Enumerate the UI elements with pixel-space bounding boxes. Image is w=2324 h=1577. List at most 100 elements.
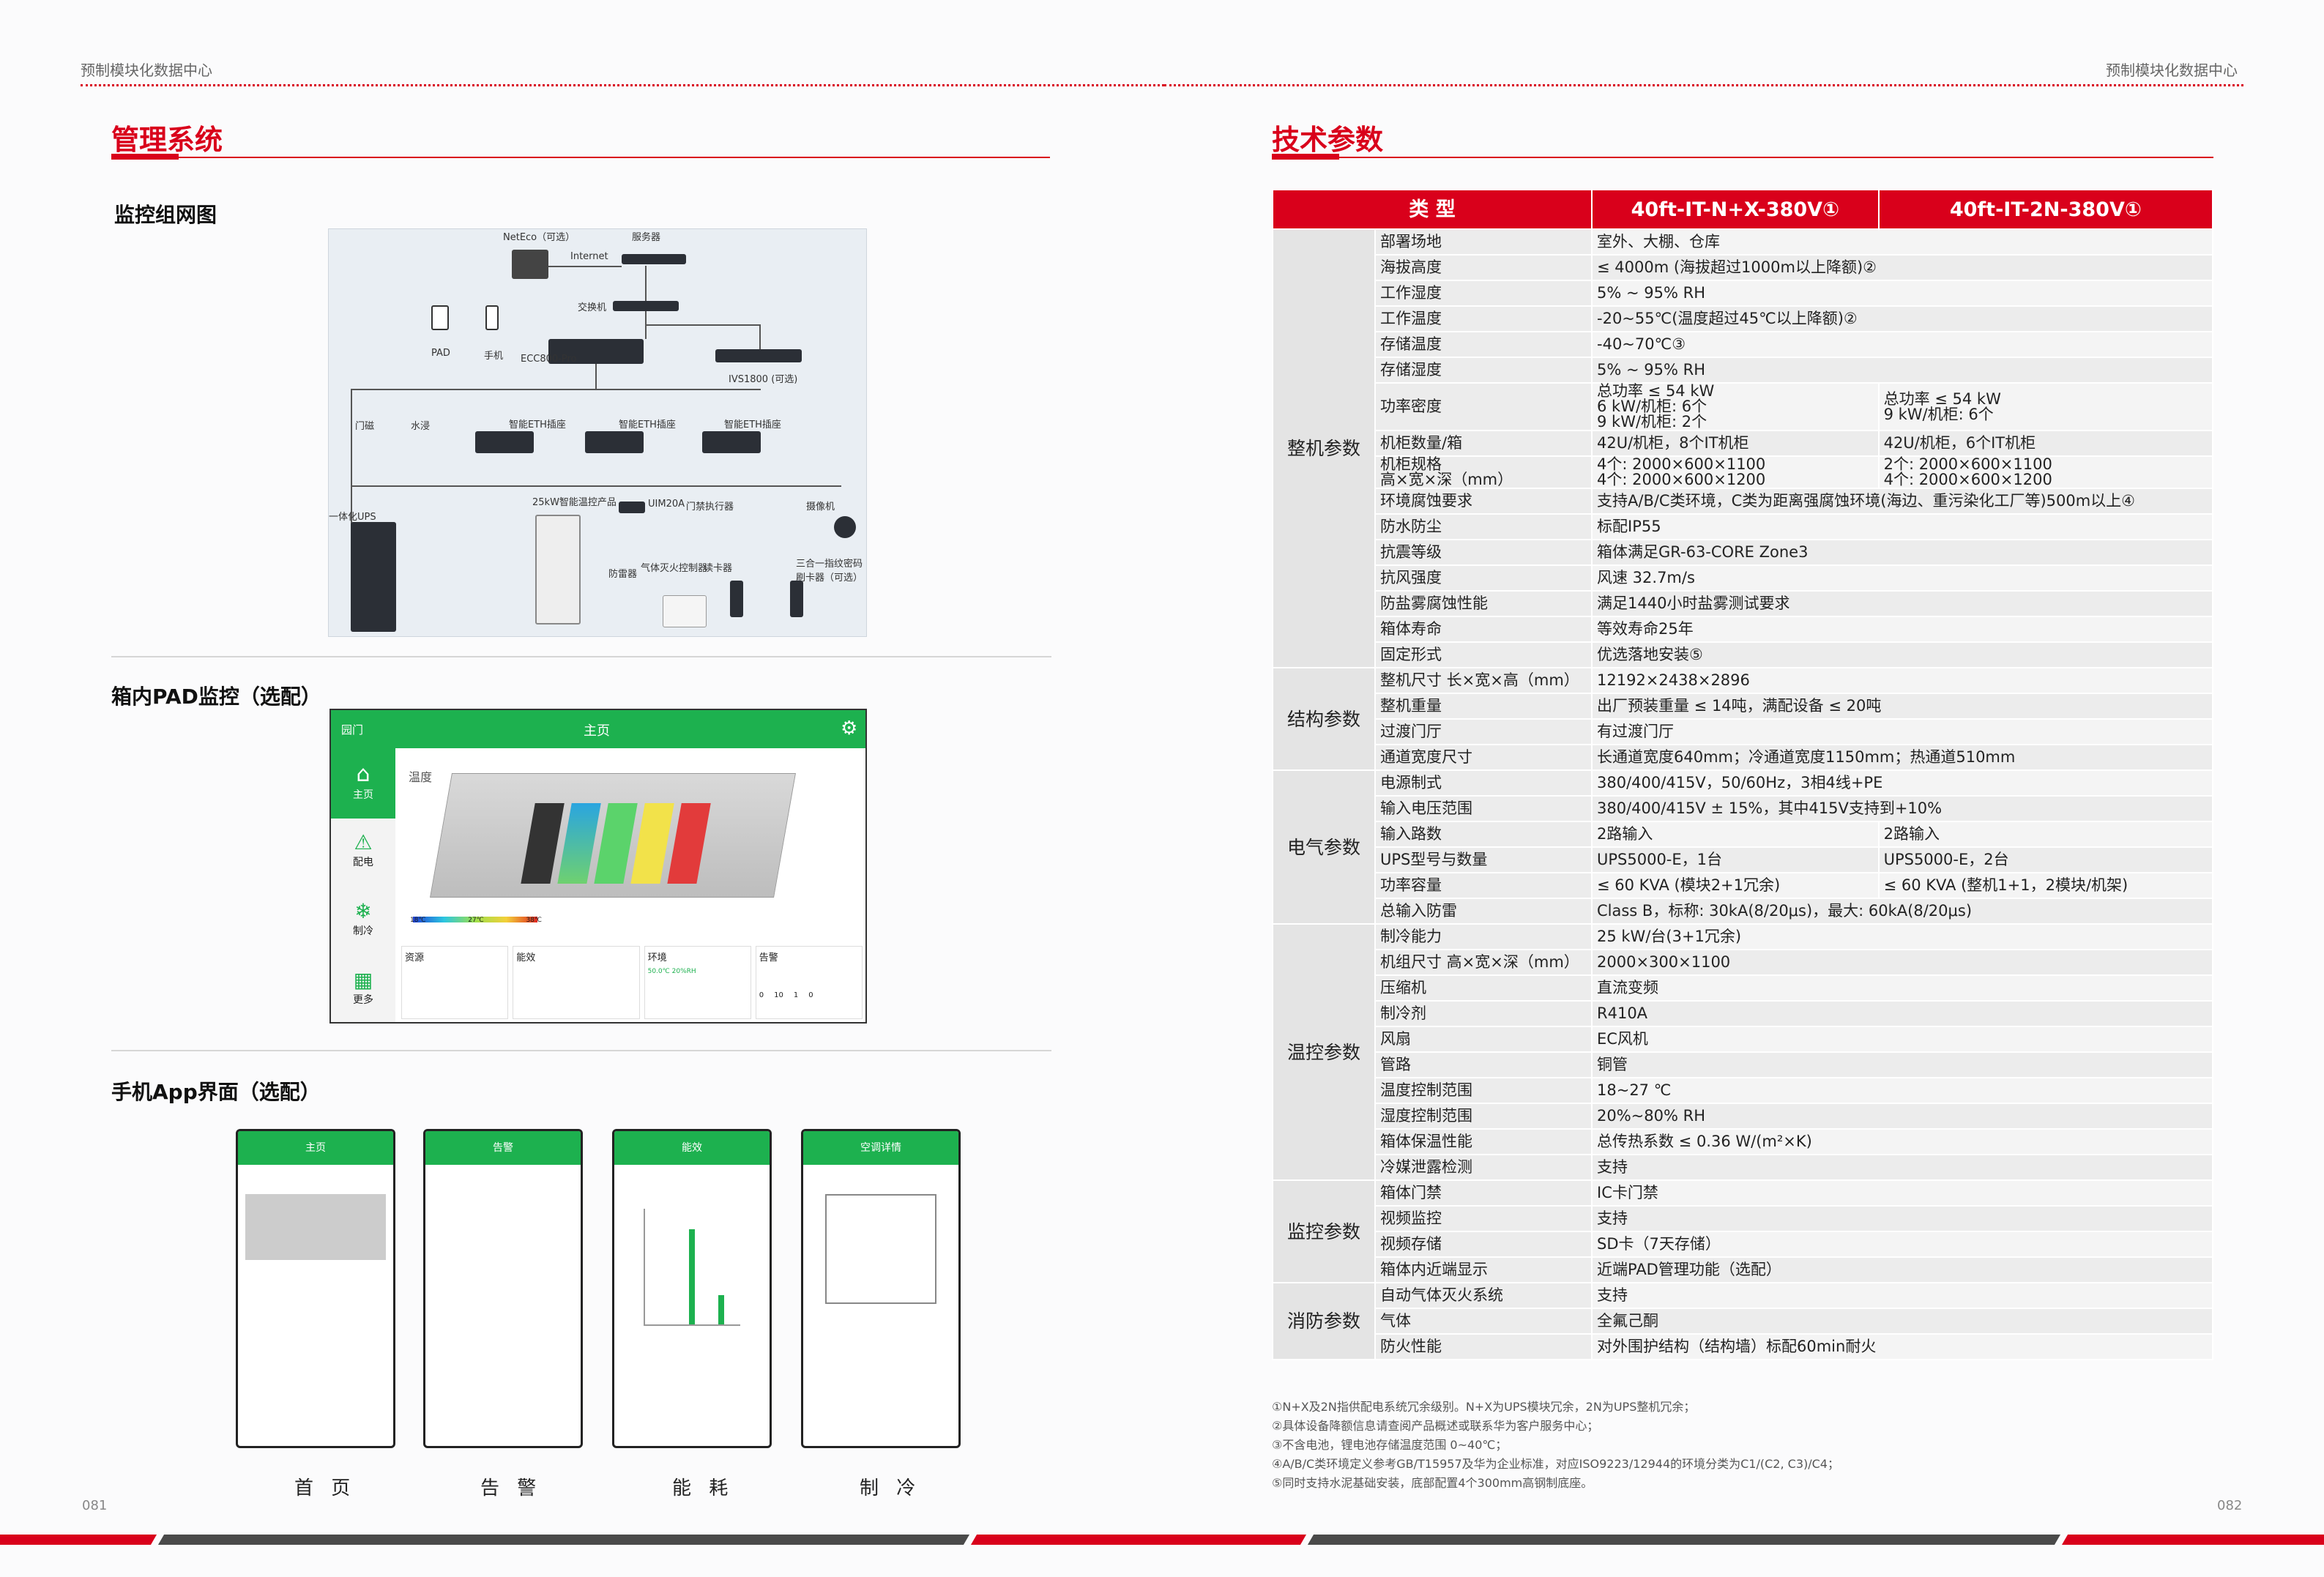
spec-value: 支持 [1591, 1282, 2213, 1309]
eth-socket-icon [702, 431, 761, 453]
link-line [645, 266, 647, 301]
spec-value: 4个: 2000×600×1100 4个: 2000×600×1200 [1591, 455, 1880, 489]
spec-category: 监控参数 [1272, 1179, 1376, 1283]
spec-item: 抗风强度 [1374, 564, 1593, 592]
rack-hot [667, 803, 711, 884]
label-cooling: 25kW智能温控产品 [532, 497, 617, 508]
th-nx: 40ft-IT-N+X-380V① [1591, 189, 1880, 230]
label-phone: 手机 [484, 351, 504, 362]
pad-nav-more[interactable]: ▦更多 [331, 956, 395, 1022]
th-2n: 40ft-IT-2N-380V① [1877, 189, 2214, 230]
spec-row: 机组尺寸 高×宽×深（mm）2000×300×1100 [1273, 949, 2213, 976]
footnote: ⑤同时支持水泥基础安装，底部配置4个300mm高钢制底座。 [1272, 1476, 1593, 1490]
spec-item: 冷媒泄露检测 [1374, 1154, 1593, 1181]
pad-temp-label: 温度 [409, 770, 433, 784]
spec-item: 整机尺寸 长×宽×高（mm） [1374, 667, 1593, 694]
spec-value: EC风机 [1591, 1026, 2213, 1053]
spec-item: 整机重量 [1374, 693, 1593, 720]
title-rule [111, 157, 1050, 158]
th-type: 类 型 [1272, 189, 1593, 230]
spec-value: 有过渡门厅 [1591, 718, 2213, 745]
header-left: 预制模块化数据中心 [81, 61, 212, 79]
phone-container-image [245, 1194, 386, 1260]
spec-value: 5% ~ 95% RH [1591, 357, 2213, 384]
phone-icon [485, 305, 499, 330]
spec-row: 过渡门厅有过渡门厅 [1273, 718, 2213, 745]
alarm-count: 1 [793, 991, 799, 999]
gear-icon[interactable]: ⚙ [841, 717, 858, 739]
spec-row: 压缩机直流变频 [1273, 974, 2213, 1002]
spec-value: 等效寿命25年 [1591, 616, 2213, 643]
spec-item: 海拔高度 [1374, 254, 1593, 281]
spec-value: 380/400/415V，50/60Hz，3相4线+PE [1591, 769, 2213, 797]
spec-item: 过渡门厅 [1374, 718, 1593, 745]
caption-home: 首 页 [294, 1477, 357, 1499]
spec-row: 存储温度-40~70℃③ [1273, 331, 2213, 358]
spec-value: 满足1440小时盐雾测试要求 [1591, 590, 2213, 617]
uim-icon [619, 502, 645, 513]
spec-value: 2000×300×1100 [1591, 949, 2213, 976]
pad-nav-cooling[interactable]: ❄制冷 [331, 887, 395, 956]
pad-title: 主页 [584, 723, 610, 739]
link-line [351, 389, 352, 608]
spec-value: 铜管 [1591, 1051, 2213, 1078]
spec-item: 气体 [1374, 1308, 1593, 1335]
spec-item: 压缩机 [1374, 974, 1593, 1002]
spec-value: 12192×2438×2896 [1591, 667, 2213, 694]
spec-category: 温控参数 [1272, 923, 1376, 1181]
rack-hot [630, 803, 674, 884]
cooling-diagram [825, 1194, 936, 1304]
spec-row: 机柜规格 高×宽×深（mm）4个: 2000×600×1100 4个: 2000… [1273, 455, 2214, 489]
pad-nav-power[interactable]: ⚠配电 [331, 819, 395, 887]
spec-row: 整机参数部署场地室外、大棚、仓库 [1272, 228, 2213, 668]
footnote: ③不含电池，锂电池存储温度范围 0~40℃； [1272, 1438, 1508, 1452]
link-line [351, 389, 761, 390]
phone-title: 空调详情 [803, 1131, 958, 1165]
spec-value: 总传热系数 ≤ 0.36 W/(m²×K) [1591, 1128, 2213, 1155]
eth-socket-icon [475, 431, 534, 453]
spec-row: 固定形式优选落地安装⑤ [1273, 641, 2213, 668]
env-humidity: 20%RH [671, 968, 696, 975]
header-dotline-left [81, 84, 1164, 86]
camera-icon [834, 516, 856, 538]
spec-item: UPS型号与数量 [1374, 846, 1593, 873]
alarm-count: 10 [774, 991, 783, 999]
temp-scale-bar [413, 917, 537, 922]
sub-network: 监控组网图 [114, 203, 217, 227]
page-number-right: 082 [2217, 1498, 2243, 1513]
alarm-count: 0 [808, 991, 813, 999]
spec-value: 风速 32.7m/s [1591, 564, 2213, 592]
scale-label: 38℃ [526, 917, 542, 924]
spec-row: 防水防尘标配IP55 [1273, 513, 2213, 540]
spec-item: 存储湿度 [1374, 357, 1593, 384]
spec-value: ≤ 4000m (海拔超过1000m以上降额)② [1591, 254, 2213, 281]
spec-item: 防火性能 [1374, 1333, 1593, 1360]
spec-row: 抗震等级箱体满足GR-63-CORE Zone3 [1273, 539, 2213, 566]
footnote: ②具体设备降额信息请查阅产品概述或联系华为客户服务中心； [1272, 1419, 1599, 1433]
spec-item: 箱体门禁 [1374, 1179, 1593, 1207]
spec-row: 视频监控支持 [1273, 1205, 2213, 1232]
spec-value: 5% ~ 95% RH [1591, 280, 2213, 307]
sub-app: 手机App界面（选配） [111, 1080, 321, 1104]
phone-energy: 能效 [612, 1129, 772, 1448]
rack-hot [594, 803, 638, 884]
pad-nav-home[interactable]: ⌂主页 [331, 748, 395, 819]
spec-item: 制冷剂 [1374, 1000, 1593, 1027]
footnote: ④A/B/C类环境定义参考GB/T15957及华为企业标准，对应ISO9223/… [1272, 1457, 1839, 1471]
phone-cooling: 空调详情 [801, 1129, 961, 1448]
bar [689, 1229, 695, 1324]
divider [111, 1050, 1051, 1051]
spec-value: -20~55℃(温度超过45℃以上降额)② [1591, 305, 2213, 332]
spec-row: 功率容量≤ 60 KVA (模块2+1冗余)≤ 60 KVA (整机1+1，2模… [1273, 872, 2214, 899]
left-section-title: 管理系统 [111, 124, 223, 156]
spec-value: 42U/机柜，6个IT机柜 [1877, 430, 2214, 457]
